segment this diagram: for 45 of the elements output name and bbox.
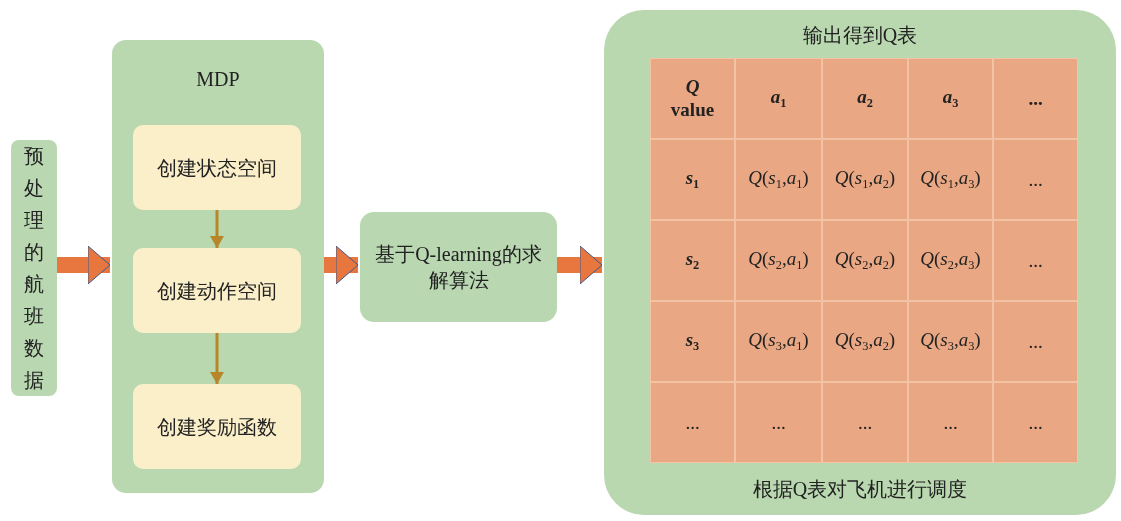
header-cell: a$_{2}$ (822, 58, 908, 139)
header-cell: s$_{2}$ (650, 220, 735, 301)
header-cell: Q value (650, 58, 735, 139)
table-cell: ... (993, 220, 1078, 301)
arrow (557, 245, 603, 285)
table-cell: Q(s$_{2}$,a$_{3}$) (908, 220, 993, 301)
group-title: 输出得到Q表 (801, 23, 919, 48)
table-cell: Q(s$_{1}$,a$_{3}$) (908, 139, 993, 220)
table-cell: ... (993, 139, 1078, 220)
process-box (133, 125, 301, 210)
node-label: 创建奖励函数 (156, 414, 278, 440)
header-cell: s$_{3}$ (650, 301, 735, 382)
group-title: MDP (195, 68, 241, 91)
output-panel (604, 10, 1116, 515)
table-cell: Q(s$_{3}$,a$_{1}$) (735, 301, 822, 382)
table-cell: Q(s$_{1}$,a$_{2}$) (822, 139, 908, 220)
group-panel (112, 40, 324, 493)
node-label: 创建动作空间 (156, 278, 278, 304)
node-label: 预处理的航班数据 (23, 144, 45, 393)
table-cell: Q(s$_{2}$,a$_{1}$) (735, 220, 822, 301)
table-cell: ... (993, 382, 1078, 463)
header-cell: a$_{3}$ (908, 58, 993, 139)
arrow (324, 245, 359, 285)
header-cell: s$_{1}$ (650, 139, 735, 220)
table-cell: ... (993, 301, 1078, 382)
arrow (210, 210, 224, 248)
group-title: 根据Q表对飞机进行调度 (751, 477, 969, 502)
header-cell: a$_{1}$ (735, 58, 822, 139)
table-cell: ... (735, 382, 822, 463)
node-label: 基于Q-learning的求解算法 (374, 242, 543, 293)
process-box (360, 212, 557, 322)
table-cell: Q(s$_{2}$,a$_{2}$) (822, 220, 908, 301)
table-cell: Q(s$_{1}$,a$_{1}$) (735, 139, 822, 220)
table-cell: ... (908, 382, 993, 463)
table-cell: ... (822, 382, 908, 463)
process-box (133, 384, 301, 469)
table-cell: Q(s$_{3}$,a$_{2}$) (822, 301, 908, 382)
node-label: 创建状态空间 (156, 155, 278, 181)
header-cell: ... (993, 58, 1078, 139)
process-box (11, 140, 57, 396)
arrow (57, 245, 111, 285)
arrow (210, 333, 224, 384)
header-cell: ... (650, 382, 735, 463)
table-cell: Q(s$_{3}$,a$_{3}$) (908, 301, 993, 382)
process-box (133, 248, 301, 333)
